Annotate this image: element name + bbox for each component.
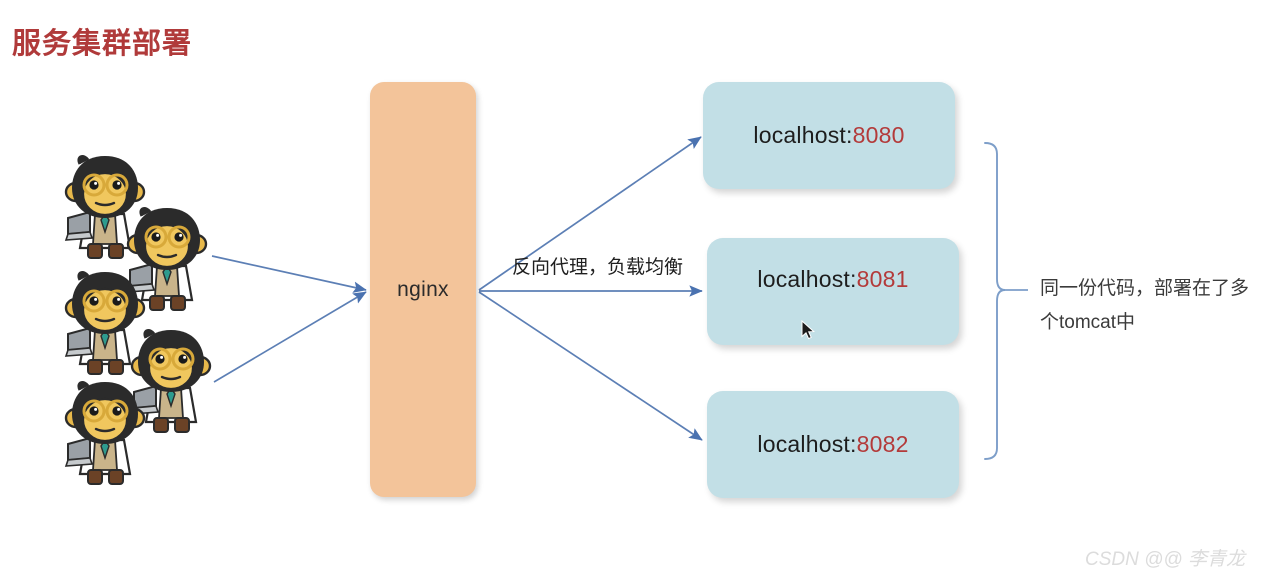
server-host-text: localhost: [757,431,857,457]
server-node-8081[interactable]: localhost:8081 [707,238,959,345]
server-port-text: 8082 [856,431,909,457]
bracket-annotation: 同一份代码，部署在了多 个tomcat中 [1040,272,1270,340]
watermark: CSDN @@ 李青龙 [1085,549,1245,570]
server-node-label: localhost:8081 [757,266,908,293]
nginx-node[interactable]: nginx [370,82,476,497]
server-node-8082[interactable]: localhost:8082 [707,391,959,498]
arrow-clients-to-nginx-top [211,255,367,293]
page-title: 服务集群部署 [12,28,193,60]
server-node-label: localhost:8082 [757,431,908,458]
server-node-8080[interactable]: localhost:8080 [703,82,955,189]
server-host-text: localhost: [753,122,853,148]
grouping-bracket [984,142,1006,460]
mouse-cursor [801,320,816,340]
server-port-text: 8081 [856,266,909,292]
bracket-annotation-line-2: 个tomcat中 [1040,312,1136,333]
arrow-clients-to-nginx-bottom [213,291,367,383]
edge-label-reverse-proxy: 反向代理，负载均衡 [512,257,684,278]
arrow-nginx-to-server-0 [478,136,702,291]
nginx-node-label: nginx [397,277,449,301]
arrow-nginx-to-server-2 [478,291,703,441]
server-node-label: localhost:8080 [753,122,904,149]
server-host-text: localhost: [757,266,857,292]
server-port-text: 8080 [852,122,905,148]
bracket-annotation-line-1: 同一份代码，部署在了多 [1040,278,1250,299]
client-avatar-monkey [64,380,146,486]
